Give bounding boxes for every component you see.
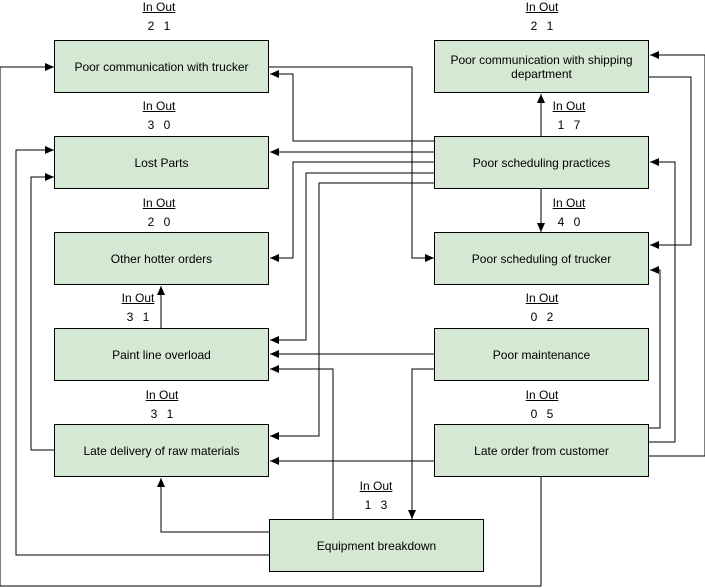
node-poor-communication-with-trucker[interactable]: Poor communication with trucker bbox=[54, 40, 269, 93]
in-count: 3 bbox=[126, 310, 134, 324]
edge-customer-to-trucker-comm bbox=[0, 63, 542, 587]
io-counter-maintenance: In Out 0 2 bbox=[515, 291, 569, 324]
node-label: Equipment breakdown bbox=[316, 538, 437, 553]
io-header: In Out bbox=[552, 99, 586, 113]
out-count: 7 bbox=[573, 118, 581, 132]
edge-customer-to-shipping-comm bbox=[649, 51, 705, 457]
io-header: In Out bbox=[552, 196, 586, 210]
edge-equipment-to-late-raw bbox=[157, 478, 269, 533]
io-header: In Out bbox=[145, 388, 179, 402]
edge-scheduling-to-trucker-comm bbox=[270, 70, 434, 142]
in-count: 2 bbox=[147, 19, 155, 33]
node-label: Late delivery of raw materials bbox=[83, 443, 240, 458]
in-count: 1 bbox=[364, 498, 372, 512]
node-lost-parts[interactable]: Lost Parts bbox=[54, 136, 269, 189]
io-counter-late-customer: In Out 0 5 bbox=[515, 388, 569, 421]
node-label: Late order from customer bbox=[474, 443, 609, 458]
in-count: 0 bbox=[530, 310, 538, 324]
out-count: 1 bbox=[166, 407, 174, 421]
io-counter-equipment: In Out 1 3 bbox=[349, 479, 403, 512]
node-label: Poor scheduling practices bbox=[472, 155, 611, 170]
node-other-hotter-orders[interactable]: Other hotter orders bbox=[54, 232, 269, 285]
io-header: In Out bbox=[525, 388, 559, 402]
out-count: 1 bbox=[142, 310, 150, 324]
node-label: Poor scheduling of trucker bbox=[471, 251, 612, 266]
edge-late-raw-to-lost-parts bbox=[30, 173, 54, 451]
io-header: In Out bbox=[525, 291, 559, 305]
node-late-order-from-customer[interactable]: Late order from customer bbox=[434, 424, 649, 477]
edge-shipping-comm-to-sched-trucker bbox=[649, 76, 692, 249]
io-header: In Out bbox=[121, 291, 155, 305]
in-count: 2 bbox=[530, 19, 538, 33]
node-poor-maintenance[interactable]: Poor maintenance bbox=[434, 328, 649, 381]
in-count: 3 bbox=[147, 118, 155, 132]
out-count: 0 bbox=[163, 118, 171, 132]
node-label: Other hotter orders bbox=[110, 251, 213, 266]
node-label: Lost Parts bbox=[134, 155, 189, 170]
out-count: 0 bbox=[573, 215, 581, 229]
io-counter-trucker-comm: In Out 2 1 bbox=[132, 0, 186, 33]
out-count: 2 bbox=[546, 310, 554, 324]
out-count: 5 bbox=[546, 407, 554, 421]
io-header: In Out bbox=[359, 479, 393, 493]
node-paint-line-overload[interactable]: Paint line overload bbox=[54, 328, 269, 381]
in-count: 4 bbox=[557, 215, 565, 229]
in-count: 3 bbox=[150, 407, 158, 421]
edge-trucker-comm-to-sched-trucker bbox=[269, 66, 434, 262]
io-counter-hotter-orders: In Out 2 0 bbox=[132, 196, 186, 229]
edge-customer-to-scheduling bbox=[649, 158, 676, 443]
io-header: In Out bbox=[142, 196, 176, 210]
node-late-delivery-of-raw-materials[interactable]: Late delivery of raw materials bbox=[54, 424, 269, 477]
node-poor-communication-with-shipping-department[interactable]: Poor communication with shipping departm… bbox=[434, 40, 649, 93]
node-poor-scheduling-of-trucker[interactable]: Poor scheduling of trucker bbox=[434, 232, 649, 285]
io-counter-lost-parts: In Out 3 0 bbox=[132, 99, 186, 132]
node-poor-scheduling-practices[interactable]: Poor scheduling practices bbox=[434, 136, 649, 189]
edge-equipment-to-lost-parts bbox=[15, 146, 269, 556]
edge-equipment-to-paint-overload bbox=[270, 365, 334, 519]
io-counter-late-raw: In Out 3 1 bbox=[135, 388, 189, 421]
in-count: 1 bbox=[557, 118, 565, 132]
node-label: Paint line overload bbox=[112, 347, 211, 362]
io-header: In Out bbox=[142, 99, 176, 113]
out-count: 1 bbox=[163, 19, 171, 33]
edge-scheduling-to-hotter-orders bbox=[270, 161, 434, 262]
io-counter-paint-overload: In Out 3 1 bbox=[111, 291, 165, 324]
in-count: 2 bbox=[147, 215, 155, 229]
edge-maintenance-to-equipment bbox=[408, 368, 434, 519]
node-label: Poor maintenance bbox=[492, 347, 591, 362]
io-counter-sched-trucker: In Out 4 0 bbox=[542, 196, 596, 229]
node-equipment-breakdown[interactable]: Equipment breakdown bbox=[269, 519, 484, 572]
node-label: Poor communication with trucker bbox=[74, 59, 249, 74]
io-counter-scheduling-practices: In Out 1 7 bbox=[542, 99, 596, 132]
edge-scheduling-to-paint-overload bbox=[270, 172, 434, 344]
io-header: In Out bbox=[142, 0, 176, 14]
edge-customer-to-sched-trucker bbox=[649, 266, 661, 429]
out-count: 1 bbox=[546, 19, 554, 33]
io-counter-shipping-comm: In Out 2 1 bbox=[515, 0, 569, 33]
io-header: In Out bbox=[525, 0, 559, 14]
out-count: 0 bbox=[163, 215, 171, 229]
node-label: Poor communication with shipping departm… bbox=[450, 52, 633, 81]
in-count: 0 bbox=[530, 407, 538, 421]
out-count: 3 bbox=[380, 498, 388, 512]
edge-scheduling-to-late-raw bbox=[270, 182, 434, 440]
